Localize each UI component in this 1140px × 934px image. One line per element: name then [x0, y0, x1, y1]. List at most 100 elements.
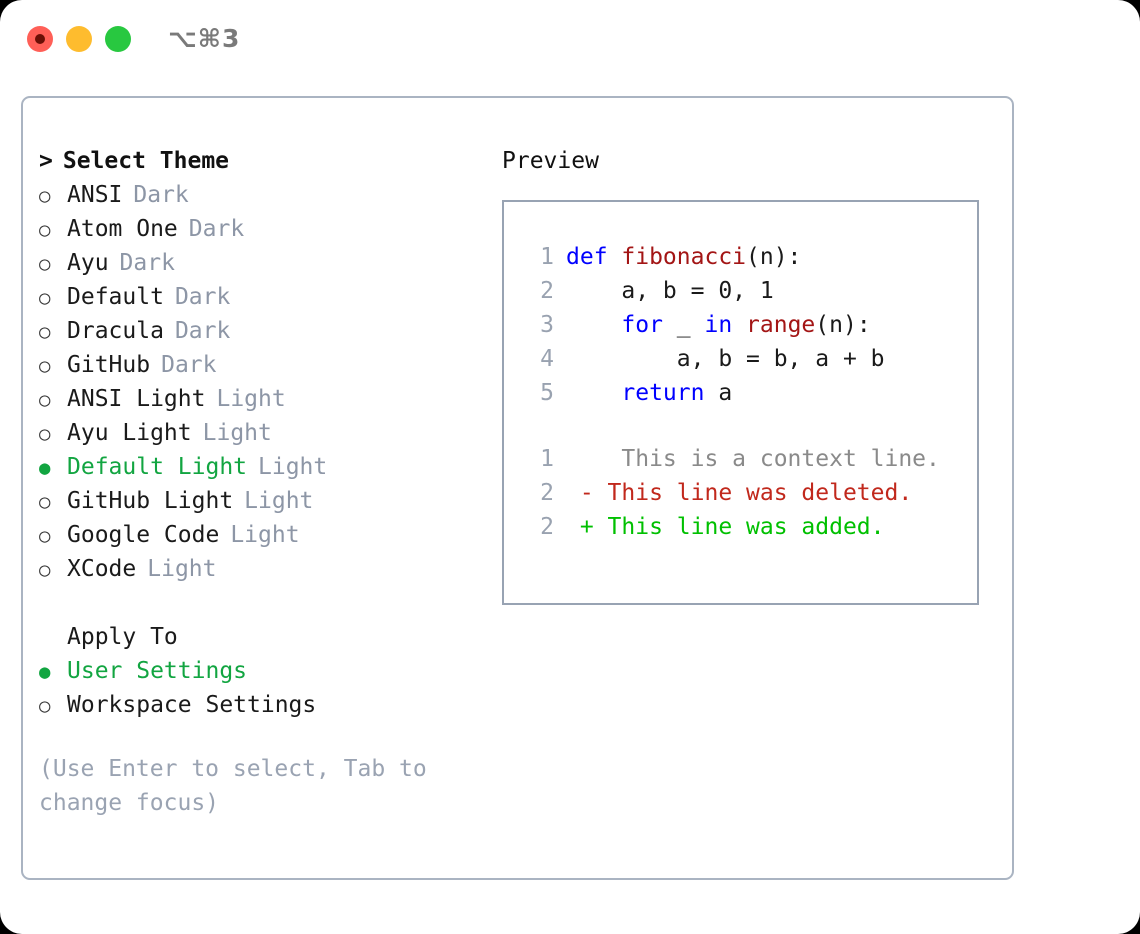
diff-line: 2 + This line was added.: [524, 510, 977, 544]
code-token-pl: a: [718, 380, 733, 406]
theme-option-label: Default Light: [67, 454, 248, 480]
radio-selected-icon: ●: [39, 661, 51, 683]
diff-sample: 1 This is a context line.2 - This line w…: [524, 442, 977, 544]
code-token-pl: _: [676, 312, 705, 338]
keyboard-shortcut-label: ⌥⌘3: [168, 24, 241, 53]
diff-line: 1 This is a context line.: [524, 442, 977, 476]
theme-option-label: ANSI: [67, 182, 123, 208]
theme-option-variant-badge: Dark: [119, 250, 175, 276]
code-token-fn: fibonacci: [621, 244, 747, 270]
theme-option-google-code[interactable]: ○ Google Code Light: [39, 518, 499, 552]
theme-option-variant-badge: Dark: [133, 182, 189, 208]
radio-unselected-icon: ○: [39, 695, 51, 717]
radio-unselected-icon: ○: [39, 525, 51, 547]
code-token-pl: (n):: [746, 244, 802, 270]
code-line-text: a, b = b, a + b: [566, 342, 885, 376]
zoom-button[interactable]: [105, 26, 131, 52]
theme-option-variant-badge: Light: [230, 522, 300, 548]
radio-unselected-icon: ○: [39, 559, 51, 581]
theme-picker-title: Select Theme: [62, 148, 230, 174]
diff-line: 2 - This line was deleted.: [524, 476, 977, 510]
line-number: 1: [540, 244, 554, 270]
radio-unselected-icon: ○: [39, 287, 51, 309]
code-token-pl: [566, 380, 621, 406]
radio-unselected-icon: ○: [39, 355, 51, 377]
traffic-lights: [27, 26, 131, 52]
line-number: 1: [540, 446, 554, 472]
theme-option-variant-badge: Light: [216, 386, 286, 412]
apply-to-option-label: User Settings: [67, 658, 248, 684]
diff-line-text: - This line was deleted.: [566, 480, 913, 506]
prompt-caret-icon: >: [39, 148, 53, 174]
code-line: 2 a, b = 0, 1: [524, 274, 977, 308]
theme-option-variant-badge: Light: [244, 488, 314, 514]
theme-option-label: ANSI Light: [67, 386, 206, 412]
code-line: 3 for _ in range(n):: [524, 308, 977, 342]
diff-line-text: + This line was added.: [566, 514, 885, 540]
theme-option-ayu-light[interactable]: ○ Ayu Light Light: [39, 416, 499, 450]
code-line-text: def fibonacci(n):: [566, 240, 801, 274]
radio-selected-icon: ●: [39, 457, 51, 479]
theme-option-label: XCode: [67, 556, 137, 582]
section-spacer: [39, 586, 499, 620]
theme-option-label: Dracula: [67, 318, 164, 344]
line-number: 5: [540, 380, 554, 406]
radio-unselected-icon: ○: [39, 219, 51, 241]
radio-unselected-icon: ○: [39, 423, 51, 445]
code-token-kw: return: [621, 380, 719, 406]
line-number: 4: [540, 346, 554, 372]
line-number: 2: [540, 278, 554, 304]
radio-unselected-icon: ○: [39, 491, 51, 513]
radio-unselected-icon: ○: [39, 389, 51, 411]
theme-option-default-light[interactable]: ● Default Light Light: [39, 450, 499, 484]
line-number: 3: [540, 312, 554, 338]
code-line-text: a, b = 0, 1: [566, 274, 774, 308]
code-line-text: return a: [566, 376, 732, 410]
theme-option-label: Ayu Light: [67, 420, 192, 446]
line-number: 2: [540, 480, 554, 506]
code-token-pl: a, b = b, a + b: [566, 346, 885, 372]
code-token-pl: [566, 312, 621, 338]
theme-option-variant-badge: Light: [258, 454, 328, 480]
radio-unselected-icon: ○: [39, 321, 51, 343]
code-token-pl: a, b = 0, 1: [566, 278, 774, 304]
theme-option-label: GitHub Light: [67, 488, 234, 514]
apply-to-heading: Apply To: [67, 624, 178, 650]
theme-option-label: Atom One: [67, 216, 178, 242]
diff-spacer: [524, 410, 977, 442]
code-token-pl: (n):: [815, 312, 871, 338]
code-line-text: for _ in range(n):: [566, 308, 871, 342]
preview-title: Preview: [502, 148, 599, 174]
code-line: 4 a, b = b, a + b: [524, 342, 977, 376]
apply-to-option-workspace-settings[interactable]: ○ Workspace Settings: [39, 688, 499, 722]
code-token-kw: in: [704, 312, 747, 338]
apply-to-option-label: Workspace Settings: [67, 692, 317, 718]
title-bar: ⌥⌘3: [0, 0, 1140, 78]
theme-option-github-light[interactable]: ○ GitHub Light Light: [39, 484, 499, 518]
code-token-fn: range: [746, 312, 816, 338]
theme-option-label: Google Code: [67, 522, 220, 548]
code-line: 5 return a: [524, 376, 977, 410]
apply-to-option-list: ● User Settings ○ Workspace Settings: [39, 654, 499, 722]
code-line: 1 def fibonacci(n):: [524, 240, 977, 274]
theme-option-label: Ayu: [67, 250, 109, 276]
apply-to-option-user-settings[interactable]: ● User Settings: [39, 654, 499, 688]
theme-option-ansi-light[interactable]: ○ ANSI Light Light: [39, 382, 499, 416]
theme-option-variant-badge: Light: [202, 420, 272, 446]
close-button[interactable]: [27, 26, 53, 52]
theme-option-variant-badge: Dark: [174, 284, 231, 310]
minimize-button[interactable]: [66, 26, 92, 52]
